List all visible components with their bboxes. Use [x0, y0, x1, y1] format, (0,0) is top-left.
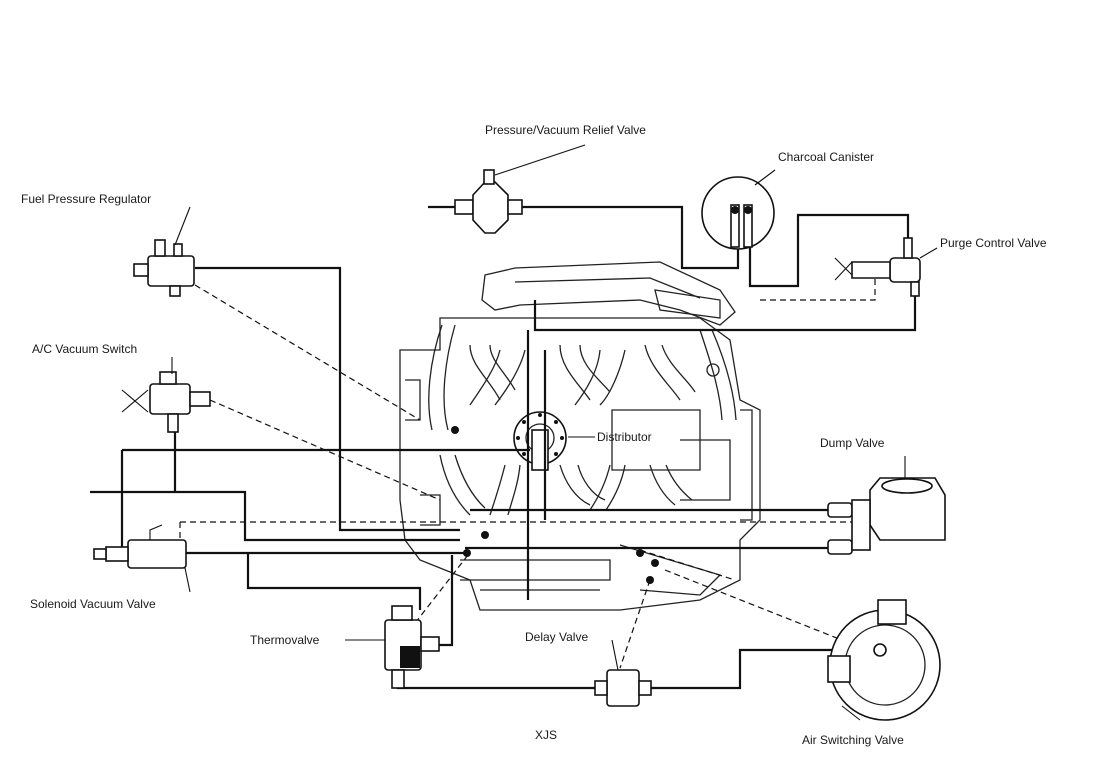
distributor [513, 411, 567, 471]
engine-block [399, 261, 761, 611]
thermovalve [384, 605, 440, 689]
label-ac-vacuum-switch: A/C Vacuum Switch [32, 342, 138, 356]
label-distributor: Distributor [597, 430, 652, 444]
air-switching-valve [827, 599, 941, 721]
vacuum-hoses [90, 205, 917, 690]
label-dump-valve: Dump Valve [820, 436, 885, 450]
label-thermovalve: Thermovalve [250, 633, 320, 647]
label-pressure-vacuum-relief-valve: Pressure/Vacuum Relief Valve [485, 123, 646, 137]
label-delay-valve: Delay Valve [525, 630, 589, 644]
label-model-code: XJS [535, 728, 558, 742]
purge-control-valve [834, 237, 921, 297]
pressure-vacuum-relief-valve [454, 169, 523, 234]
label-charcoal-canister: Charcoal Canister [778, 150, 875, 164]
fuel-pressure-regulator [133, 239, 195, 297]
solenoid-vacuum-valve [93, 524, 187, 569]
label-fuel-pressure-regulator: Fuel Pressure Regulator [21, 192, 152, 206]
dump-valve [827, 477, 946, 555]
ac-vacuum-switch [121, 371, 211, 433]
charcoal-canister [701, 176, 775, 250]
label-air-switching-valve: Air Switching Valve [802, 733, 904, 747]
delay-valve [594, 669, 652, 707]
label-solenoid-vacuum-valve: Solenoid Vacuum Valve [30, 597, 156, 611]
connection-points [451, 426, 659, 584]
label-purge-control-valve: Purge Control Valve [940, 236, 1047, 250]
leader-lines [171, 144, 938, 721]
dashed-routing-lines [179, 270, 876, 669]
